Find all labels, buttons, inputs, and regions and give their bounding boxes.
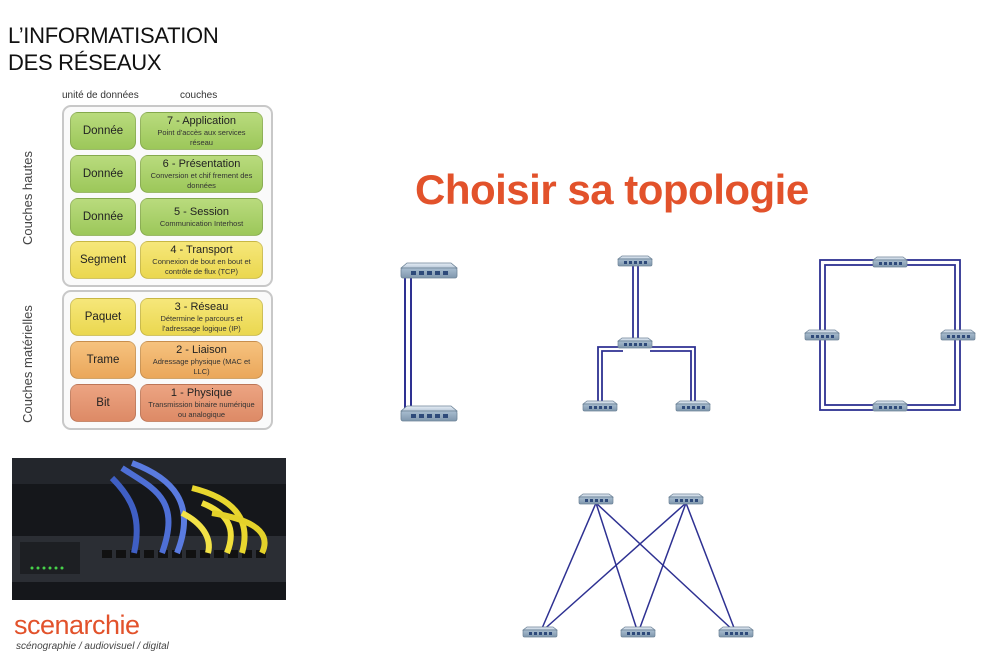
switch-node xyxy=(400,405,458,422)
osi-layer-2: 2 - Liaison Adressage physique (MAC et L… xyxy=(140,341,263,379)
topology-point-to-point xyxy=(400,262,458,422)
osi-unit-1: Bit xyxy=(70,384,136,422)
osi-unit-4: Segment xyxy=(70,241,136,279)
osi-layer-5-desc: Communication Interhost xyxy=(159,218,244,228)
osi-layer-2-title: 2 - Liaison xyxy=(176,343,227,356)
osi-layer-1-desc: Transmission binaire numérique ou analog… xyxy=(148,399,255,419)
osi-layer-4-title: 4 - Transport xyxy=(170,243,233,256)
topology-tree xyxy=(582,255,711,412)
osi-layer-4: 4 - Transport Connexion de bout en bout … xyxy=(140,241,263,279)
osi-layer-6-title: 6 - Présentation xyxy=(162,157,241,170)
osi-layer-1: 1 - Physique Transmission binaire numéri… xyxy=(140,384,263,422)
osi-layer-3: 3 - Réseau Détermine le parcours et l'ad… xyxy=(140,298,263,336)
switch-node xyxy=(617,337,653,349)
osi-layer-1-title: 1 - Physique xyxy=(170,386,233,399)
osi-layer-2-desc: Adressage physique (MAC et LLC) xyxy=(152,356,251,376)
osi-layer-6: 6 - Présentation Conversion et chif frem… xyxy=(140,155,263,193)
osi-layer-5: 5 - Session Communication Interhost xyxy=(140,198,263,236)
deck-title-line-1: L’INFORMATISATION xyxy=(8,23,219,48)
switch-node xyxy=(872,256,908,268)
topology-ring xyxy=(804,256,976,412)
osi-unit-6: Donnée xyxy=(70,155,136,193)
osi-layer-5-title: 5 - Session xyxy=(173,205,230,218)
brand-logo: scenarchie xyxy=(14,610,140,640)
osi-lower-group-label: Couches matérielles xyxy=(20,305,35,423)
slide-heading: Choisir sa topologie xyxy=(415,166,809,213)
switch-node xyxy=(940,329,976,341)
topology-mesh xyxy=(522,493,754,638)
switch-node xyxy=(718,626,754,638)
deck-title: L’INFORMATISATION DES RÉSEAUX xyxy=(8,22,219,76)
switch-node xyxy=(582,400,618,412)
switch-node xyxy=(668,493,704,505)
osi-layer-7: 7 - Application Point d'accès aux servic… xyxy=(140,112,263,150)
osi-column-layers: couches xyxy=(180,90,218,101)
brand-tagline: scénographie / audiovisuel / digital xyxy=(16,641,169,652)
switch-node xyxy=(620,626,656,638)
switch-node xyxy=(522,626,558,638)
osi-column-unit: unité de données xyxy=(62,90,139,101)
network-switch-photo xyxy=(12,458,286,600)
osi-unit-2: Trame xyxy=(70,341,136,379)
osi-layer-3-title: 3 - Réseau xyxy=(174,300,229,313)
osi-upper-group-label: Couches hautes xyxy=(20,151,35,245)
switch-node xyxy=(617,255,653,267)
osi-layer-4-desc: Connexion de bout en bout et contrôle de… xyxy=(152,256,251,276)
osi-unit-7: Donnée xyxy=(70,112,136,150)
osi-unit-5: Donnée xyxy=(70,198,136,236)
osi-layer-6-desc: Conversion et chif frement des données xyxy=(150,170,253,190)
osi-layer-7-desc: Point d'accès aux services réseau xyxy=(157,127,246,147)
osi-unit-3: Paquet xyxy=(70,298,136,336)
deck-title-line-2: DES RÉSEAUX xyxy=(8,50,162,75)
switch-node xyxy=(578,493,614,505)
osi-layer-7-title: 7 - Application xyxy=(166,114,237,127)
switch-node xyxy=(804,329,840,341)
switch-node xyxy=(872,400,908,412)
switch-node xyxy=(400,262,458,279)
osi-layer-3-desc: Détermine le parcours et l'adressage log… xyxy=(160,313,243,333)
switch-node xyxy=(675,400,711,412)
